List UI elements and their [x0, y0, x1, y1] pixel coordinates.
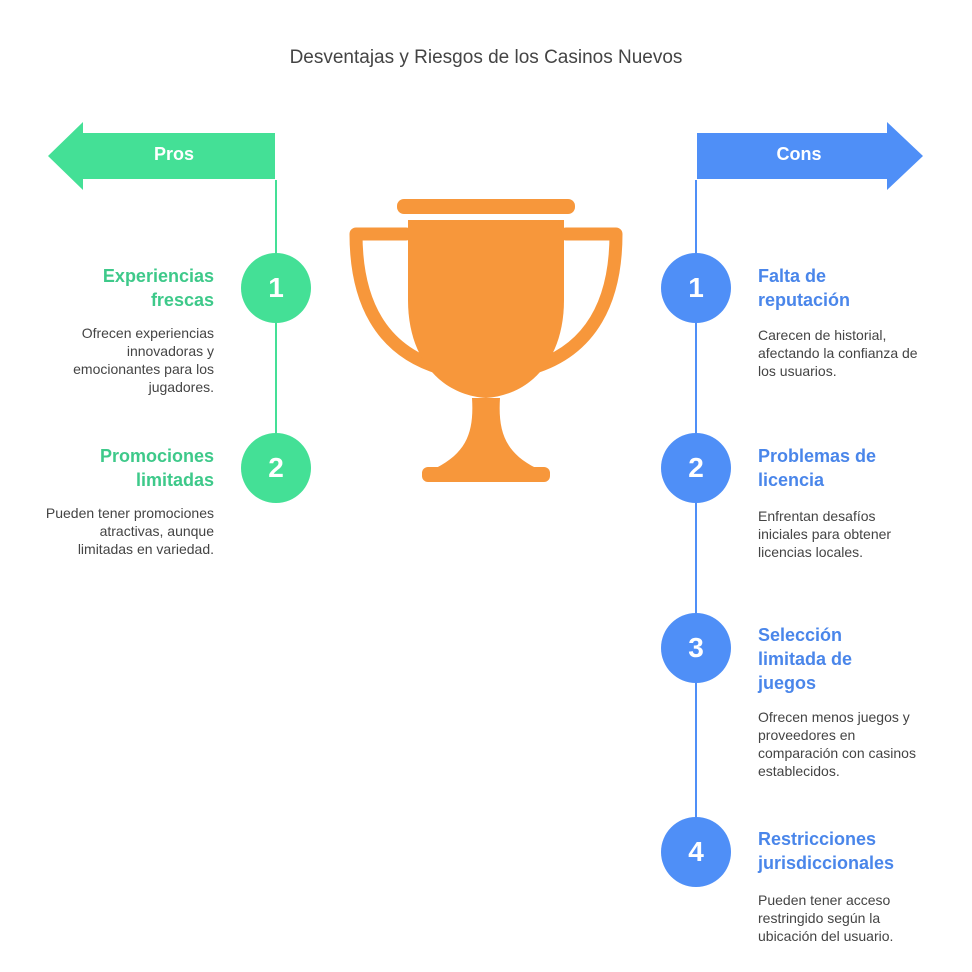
pros-label: Pros	[153, 144, 195, 164]
pros-arrow-icon	[48, 122, 275, 190]
pros-step-2-description: Pueden tener promociones atractivas, aun…	[45, 505, 214, 557]
cons-step-1-description: Carecen de historial, afectando la confi…	[758, 327, 918, 379]
cons-timeline	[695, 180, 697, 852]
cons-step-1-badge: 1	[661, 253, 731, 323]
cons-step-4-description: Pueden tener acceso restringido según la…	[758, 892, 894, 944]
cons-step-3-badge: 3	[661, 613, 731, 683]
cons-step-4-badge: 4	[661, 817, 731, 887]
cons-step-4-heading: Restricciones jurisdiccionales	[758, 829, 895, 873]
pros-step-1-description: Ofrecen experiencias innovadoras y emoci…	[73, 325, 214, 395]
pros-timeline	[275, 180, 277, 468]
cons-step-1-heading: Falta de reputación	[758, 266, 851, 310]
cons-step-2-description: Enfrentan desafíos iniciales para obtene…	[758, 508, 892, 560]
page-title: Desventajas y Riesgos de los Casinos Nue…	[289, 47, 683, 68]
cons-step-2-heading: Problemas de licencia	[758, 446, 877, 490]
cons-step-2-badge: 2	[661, 433, 731, 503]
cons-step-3-description: Ofrecen menos juegos y proveedores en co…	[758, 709, 916, 779]
pros-step-2-heading: Promociones limitadas	[99, 446, 214, 490]
pros-step-2-badge: 2	[241, 433, 311, 503]
cons-arrow-icon	[697, 122, 923, 190]
cons-label: Cons	[776, 144, 822, 164]
pros-step-1-heading: Experiencias frescas	[102, 266, 214, 310]
cons-step-3-heading: Selección limitada de juegos	[758, 625, 853, 693]
pros-step-1-badge: 1	[241, 253, 311, 323]
trophy-icon	[349, 199, 623, 482]
